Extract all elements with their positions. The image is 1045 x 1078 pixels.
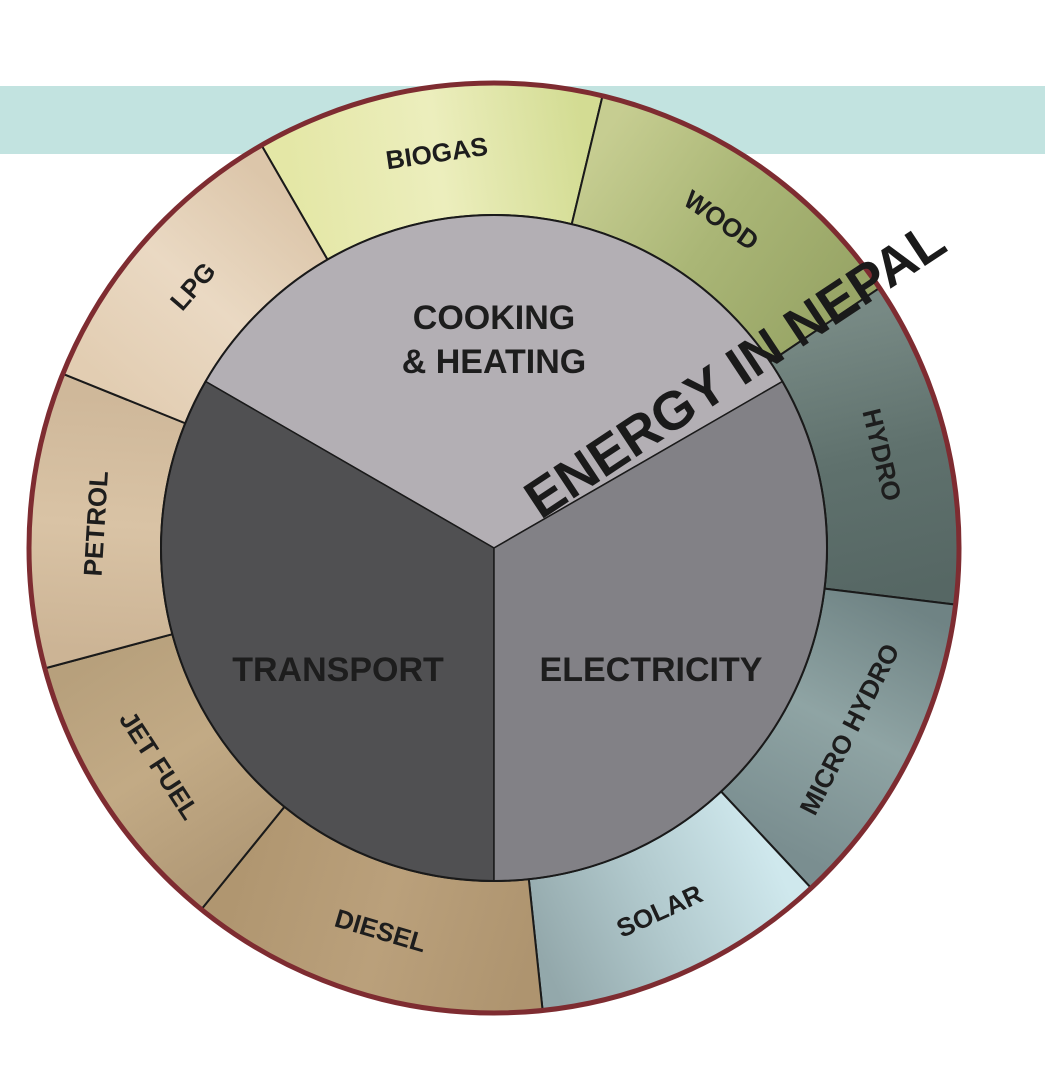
- outer-rim: [26, 80, 962, 1016]
- inner-core-border: [160, 214, 828, 882]
- core-label-transport: TRANSPORT: [232, 651, 444, 689]
- inner-core: COOKING& HEATING TRANSPORT ELECTRICITY: [160, 214, 828, 882]
- core-label-electricity: ELECTRICITY: [540, 651, 763, 689]
- segment-label-petrol: PETROL: [78, 470, 114, 577]
- core-label-cooking: COOKING& HEATING: [402, 299, 586, 381]
